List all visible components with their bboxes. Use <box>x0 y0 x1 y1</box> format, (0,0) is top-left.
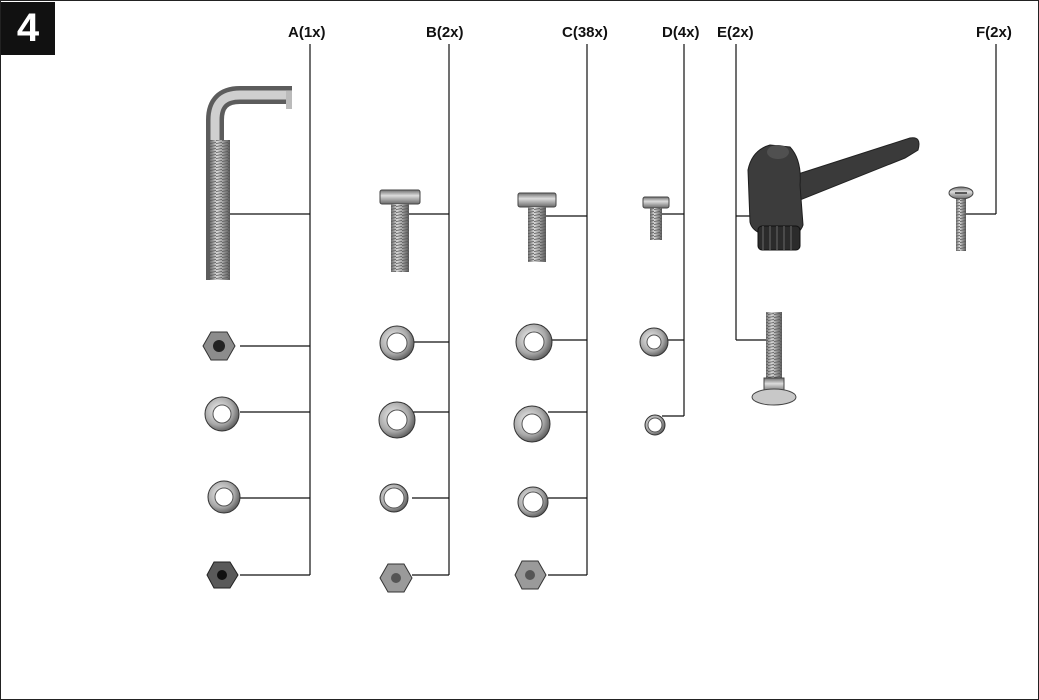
part-e-clamping-lever <box>747 137 920 251</box>
part-d-hardware <box>639 196 670 436</box>
part-e-carriage-bolt <box>751 312 797 406</box>
part-a-small-parts <box>202 331 241 589</box>
label-part-a: A(1x) <box>288 24 326 41</box>
part-c-hardware <box>513 192 557 590</box>
label-part-b: B(2x) <box>426 24 464 41</box>
leader-lines <box>228 44 997 576</box>
part-a-hook-bolt <box>206 86 292 280</box>
label-part-e: E(2x) <box>717 24 754 41</box>
step-number-badge: 4 <box>1 2 55 55</box>
label-part-d: D(4x) <box>662 24 700 41</box>
label-part-f: F(2x) <box>976 24 1012 41</box>
part-b-hardware <box>378 189 421 593</box>
label-part-c: C(38x) <box>562 24 608 41</box>
part-f-screw <box>948 186 974 251</box>
